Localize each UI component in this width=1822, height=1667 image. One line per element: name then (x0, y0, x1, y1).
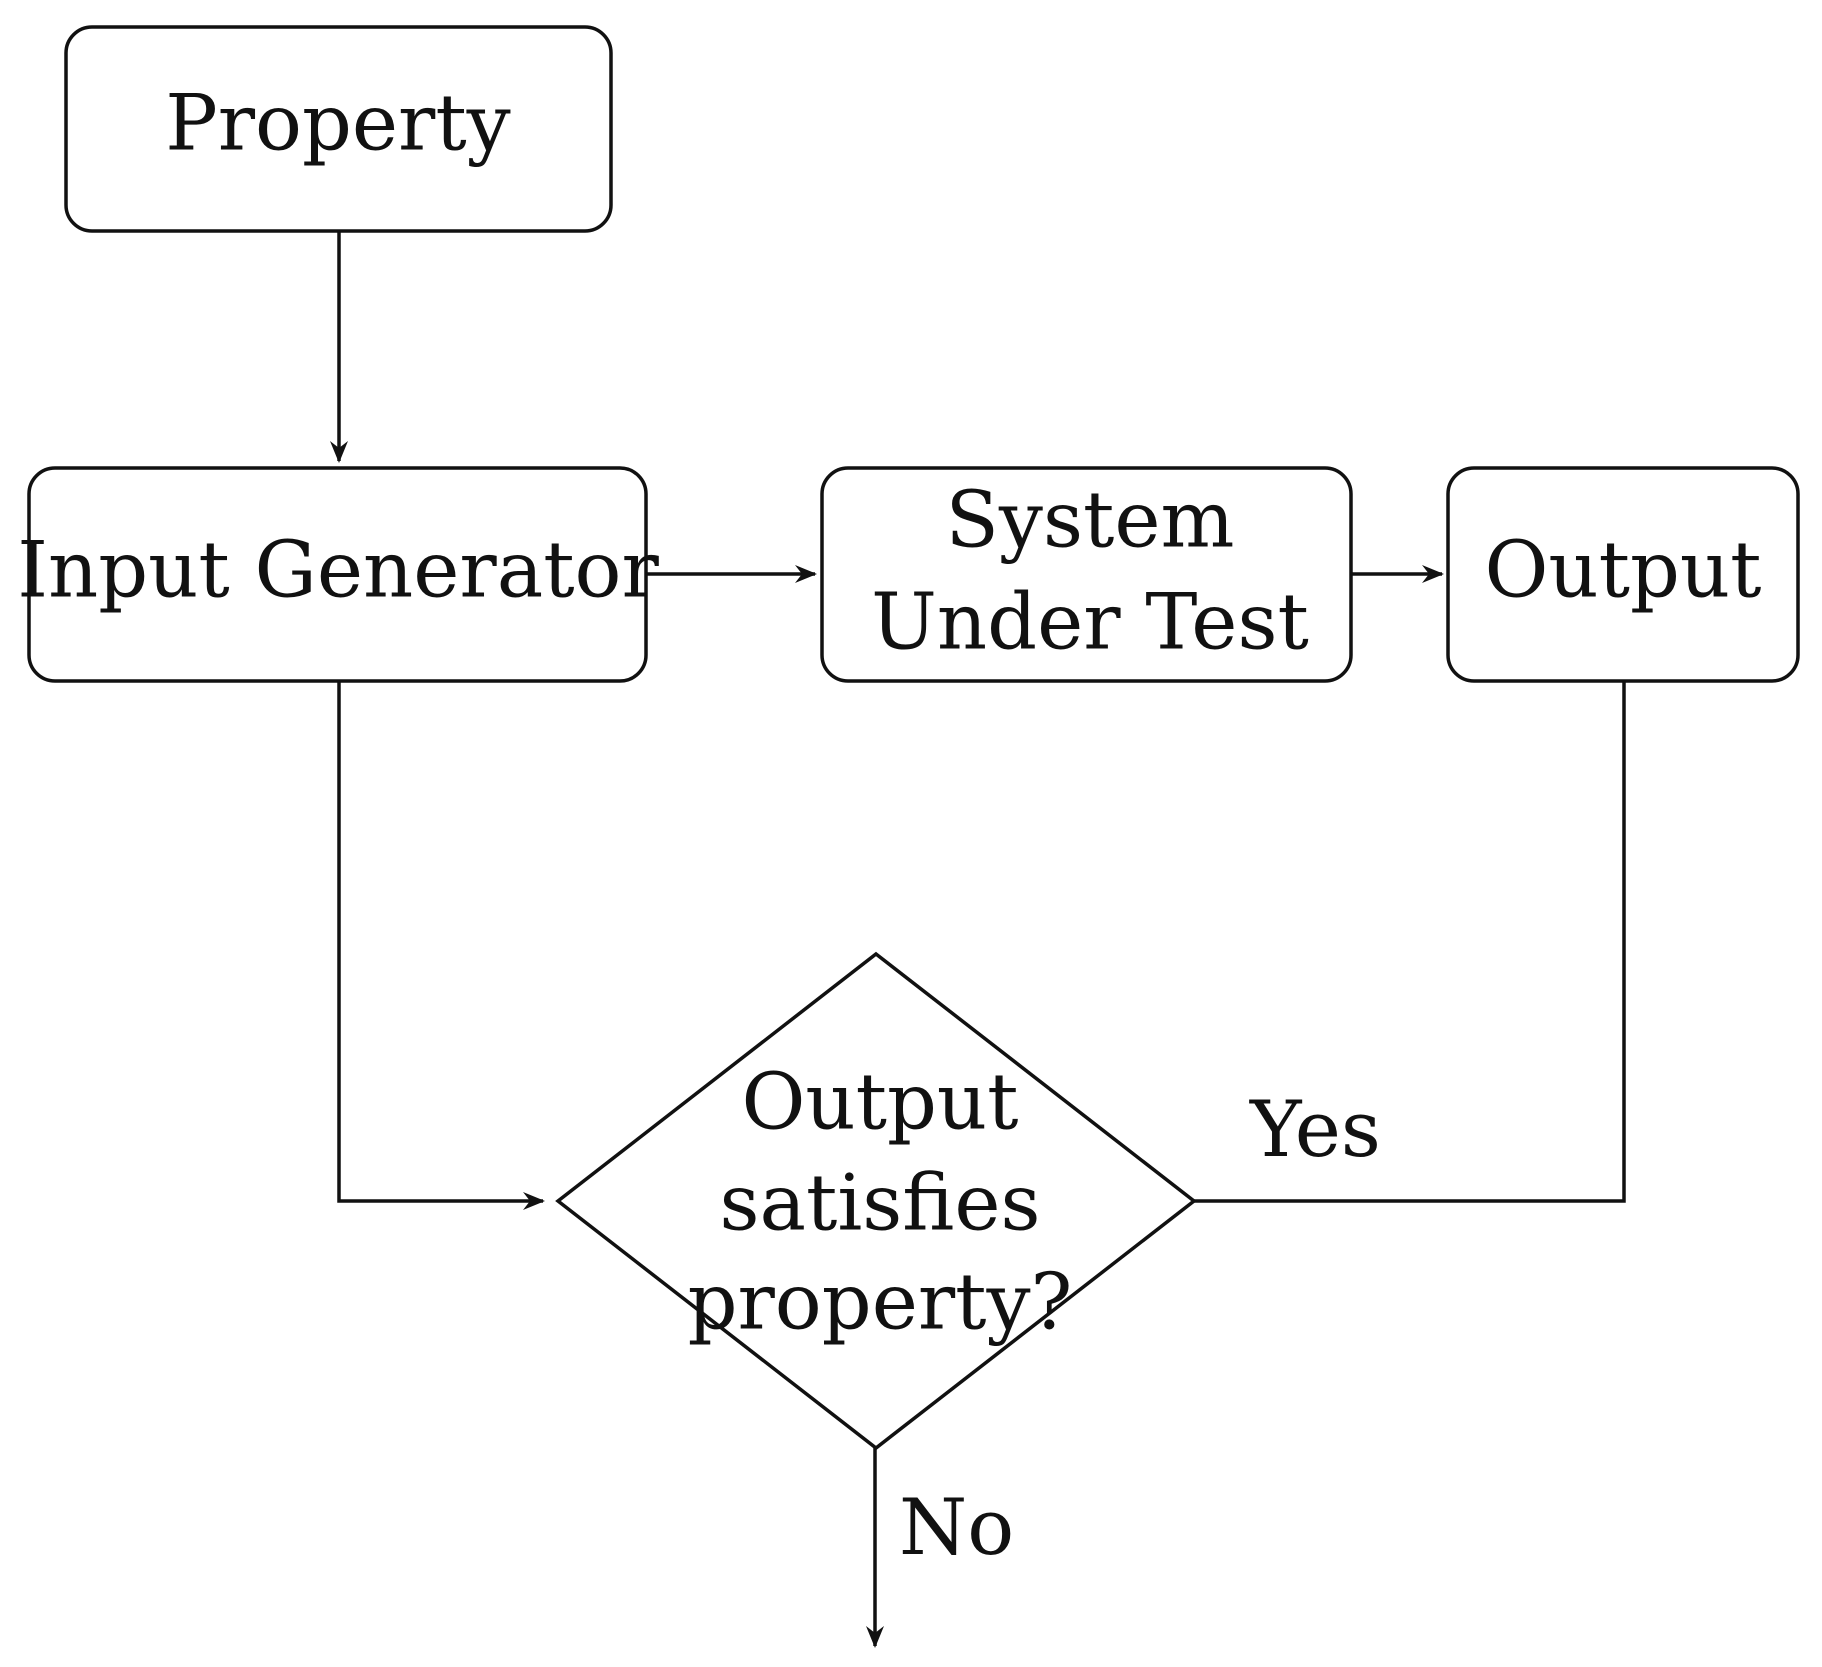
output-node: Output (1446, 466, 1800, 683)
yes-label: Yes (1249, 1085, 1381, 1175)
no-label: No (899, 1483, 1014, 1573)
property-node: Property (64, 25, 613, 233)
decision-line3: property? (688, 1258, 1073, 1348)
system-under-test-line1: System (946, 476, 1235, 566)
decision-diamond (555, 951, 1197, 1451)
output-to-decision-connector (1194, 681, 1626, 1203)
input-generator-node: Input Generator (17, 466, 660, 683)
output-label: Output (1484, 526, 1761, 616)
property-label: Property (165, 79, 511, 169)
input-generator-to-decision-arrow (337, 681, 545, 1210)
decision-line1: Output (741, 1058, 1018, 1148)
decision-line2: satisfies (719, 1159, 1040, 1249)
decision-node: Output satisfies property? (555, 951, 1197, 1451)
input-generator-label: Input Generator (17, 526, 659, 616)
system-under-test-line2: Under Test (871, 578, 1309, 668)
system-under-test-node: System Under Test (820, 466, 1353, 683)
